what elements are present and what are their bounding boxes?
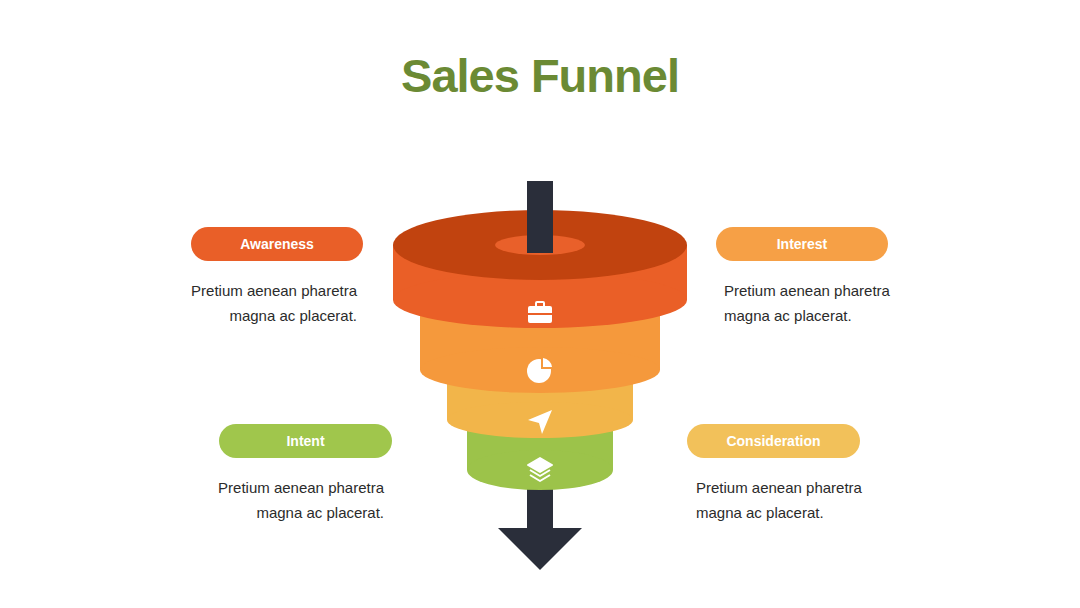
stage-description: Pretium aenean pharetra magna ac placera… [716, 278, 896, 328]
stage-label: IntentPretium aenean pharetra magna ac p… [205, 424, 387, 525]
stage-description: Pretium aenean pharetra magna ac placera… [180, 278, 360, 328]
arrow-head [498, 528, 582, 570]
arrow-stem [527, 181, 553, 253]
stage-pill: Intent [219, 424, 392, 458]
stage-label: AwarenessPretium aenean pharetra magna a… [180, 227, 360, 328]
stage-label: InterestPretium aenean pharetra magna ac… [716, 227, 896, 328]
pie-icon [527, 357, 553, 383]
briefcase-icon [528, 302, 552, 323]
send-icon [528, 410, 552, 434]
stage-pill: Awareness [191, 227, 363, 261]
stage-description: Pretium aenean pharetra magna ac placera… [205, 475, 387, 525]
stage-label: ConsiderationPretium aenean pharetra mag… [687, 424, 867, 525]
stage-pill: Interest [716, 227, 888, 261]
layers-icon [528, 458, 552, 481]
slide-title: Sales Funnel [0, 48, 1080, 103]
stage-pill: Consideration [687, 424, 860, 458]
stage-description: Pretium aenean pharetra magna ac placera… [687, 475, 867, 525]
